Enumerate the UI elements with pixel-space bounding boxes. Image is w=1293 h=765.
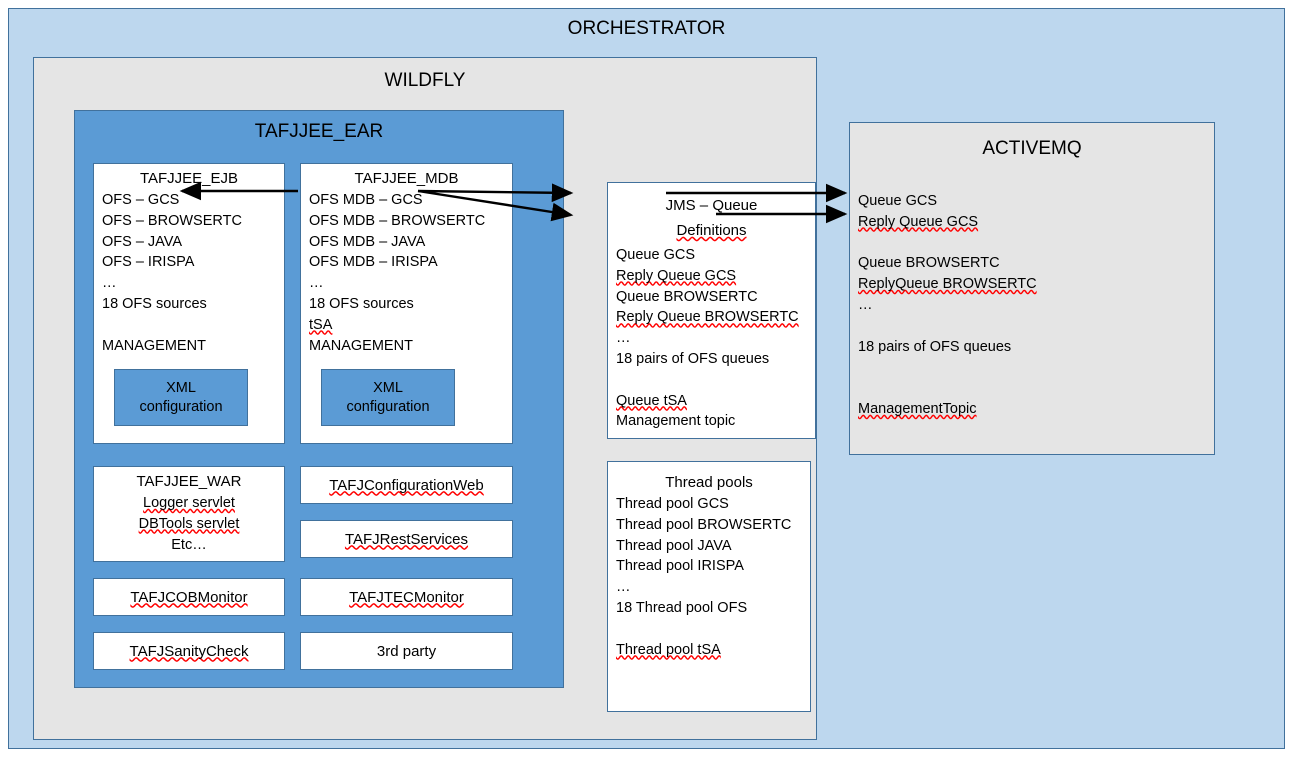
tafjjee-ejb-panel: TAFJJEE_EJB OFS – GCS OFS – BROWSERTC OF… [93,163,285,444]
orchestrator-title: ORCHESTRATOR [567,18,726,39]
mdb-line: 18 OFS sources [309,295,414,312]
mdb-xml-config-line1: XML [373,379,403,396]
jms-line: … [616,330,631,347]
activemq-line: Queue BROWSERTC [858,255,1000,272]
war-line: Etc… [171,536,207,553]
ejb-xml-config-line1: XML [166,379,196,396]
thread-pool-line: Thread pool JAVA [616,537,732,554]
wildfly-title: WILDFLY [384,70,466,91]
jms-line: 18 pairs of OFS queues [616,350,770,367]
ejb-line-spacer [94,315,284,336]
activemq-title: ACTIVEMQ [982,138,1082,159]
ejb-xml-config-line2: configuration [139,398,223,415]
activemq-line: ReplyQueue BROWSERTC [858,276,1037,293]
tafjjee-war-panel: TAFJJEE_WAR Logger servlet DBTools servl… [93,466,285,562]
tafj-configuration-web-label: TAFJConfigurationWeb [329,476,484,494]
third-party-label: 3rd party [376,642,437,660]
thread-pools-panel: Thread pools Thread pool GCS Thread pool… [607,461,811,712]
wildfly-container: WILDFLY TAFJJEE_EAR TAFJJEE_EJB OFS – GC… [33,57,817,740]
jms-line-spacer [608,370,815,391]
ejb-line: OFS – BROWSERTC [102,212,242,229]
thread-pool-line-spacer [608,619,810,640]
thread-pool-line: Thread pool GCS [616,496,729,512]
activemq-line: … [858,296,873,313]
thread-pool-line: … [616,579,631,596]
activemq-queue-list: Queue GCS Reply Queue GCS Queue BROWSERT… [858,191,1037,420]
tafj-sanity-check-label: TAFJSanityCheck [129,642,249,660]
activemq-line-spacer [858,316,1037,337]
third-party-module[interactable]: 3rd party [300,632,513,670]
thread-pool-line: 18 Thread pool OFS [616,599,748,616]
jms-title-line1: JMS – Queue [665,197,758,214]
activemq-line: Queue GCS [858,193,937,209]
mdb-line: … [309,275,324,292]
mdb-line: OFS MDB – IRISPA [309,254,438,271]
mdb-line: MANAGEMENT [309,337,413,354]
ejb-line: 18 OFS sources [102,295,207,312]
orchestrator-container: ORCHESTRATOR WILDFLY TAFJJEE_EAR TAFJJEE… [8,8,1285,749]
thread-pools-title: Thread pools [665,474,753,491]
ejb-line: OFS – JAVA [102,233,183,250]
jms-line: Reply Queue GCS [616,267,737,284]
activemq-line: ManagementTopic [858,400,977,417]
mdb-line: tSA [309,316,333,333]
tafjjee-ejb-title: TAFJJEE_EJB [139,170,239,187]
thread-pool-line: Thread pool BROWSERTC [616,516,792,533]
tafjjee-mdb-title: TAFJJEE_MDB [354,170,459,187]
jms-line: Queue BROWSERTC [616,288,758,305]
activemq-line-spacer [858,357,1037,378]
tafj-configuration-web-module[interactable]: TAFJConfigurationWeb [300,466,513,504]
jms-title-line2: Definitions [676,222,747,239]
mdb-xml-config-line2: configuration [346,398,430,415]
war-line: DBTools servlet [138,515,240,532]
activemq-line: Reply Queue GCS [858,213,979,230]
ejb-line: OFS – GCS [102,192,180,208]
mdb-line: OFS MDB – BROWSERTC [309,212,486,229]
thread-pool-line: Thread pool tSA [616,641,721,658]
ejb-line: OFS – IRISPA [102,254,195,271]
activemq-line-spacer [858,378,1037,399]
ejb-line: MANAGEMENT [102,337,206,354]
ejb-line: … [102,275,117,292]
jms-line: Management topic [616,413,736,430]
mdb-line: OFS MDB – JAVA [309,233,426,250]
ejb-xml-configuration-box: XML configuration [114,369,248,426]
tafj-cob-monitor-module[interactable]: TAFJCOBMonitor [93,578,285,616]
tafjjee-war-title: TAFJJEE_WAR [136,473,242,490]
jms-line: Queue tSA [616,392,687,409]
tafj-rest-services-label: TAFJRestServices [344,530,469,548]
tafjjee-mdb-panel: TAFJJEE_MDB OFS MDB – GCS OFS MDB – BROW… [300,163,513,444]
tafj-tec-monitor-label: TAFJTECMonitor [349,588,464,606]
activemq-line-spacer [858,233,1037,254]
activemq-container: ACTIVEMQ Queue GCS Reply Queue GCS Queue… [849,122,1215,455]
tafj-sanity-check-module[interactable]: TAFJSanityCheck [93,632,285,670]
mdb-line: OFS MDB – GCS [309,192,423,208]
jms-queue-definitions-panel: JMS – Queue Definitions Queue GCS Reply … [607,182,816,439]
tafj-cob-monitor-label: TAFJCOBMonitor [130,588,248,606]
tafj-tec-monitor-module[interactable]: TAFJTECMonitor [300,578,513,616]
jms-line: Reply Queue BROWSERTC [616,309,799,326]
jms-line: Queue GCS [616,247,695,263]
tafjjee-ear-title: TAFJJEE_EAR [254,121,384,142]
tafjjee-ear-container: TAFJJEE_EAR TAFJJEE_EJB OFS – GCS OFS – … [74,110,564,688]
mdb-xml-configuration-box: XML configuration [321,369,455,426]
activemq-line: 18 pairs of OFS queues [858,338,1012,355]
thread-pool-line: Thread pool IRISPA [616,558,744,575]
war-line: Logger servlet [143,495,235,511]
tafj-rest-services-module[interactable]: TAFJRestServices [300,520,513,558]
